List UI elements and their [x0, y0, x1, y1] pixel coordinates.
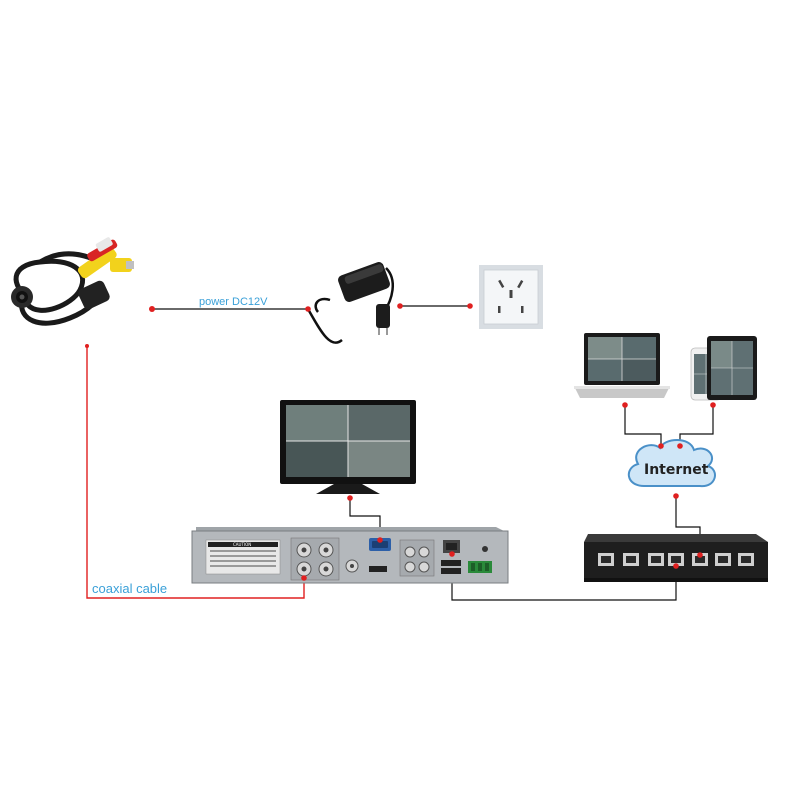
monitor-port-dot — [347, 495, 353, 501]
adapter-input-dot — [305, 306, 311, 312]
switch-lan-port-dot — [673, 563, 679, 569]
dvr-vga-port-dot — [377, 537, 383, 543]
tablet-cable-line — [679, 405, 714, 446]
coaxial-cable-line — [86, 346, 305, 599]
network-switch-icon — [584, 534, 768, 582]
laptop-icon — [574, 333, 670, 398]
tablet-port-dot — [710, 402, 716, 408]
switch-uplink-port-dot — [697, 552, 703, 558]
cctv-camera-icon — [0, 212, 152, 344]
camera-power-port-dot — [149, 306, 155, 312]
laptop-cable-line — [624, 405, 662, 446]
cloud-right-dot — [677, 443, 683, 449]
dvr-caution-label: CAUTION — [233, 542, 251, 547]
cloud-bottom-dot — [673, 493, 679, 499]
socket-dot — [467, 303, 473, 309]
power-adapter-icon — [306, 262, 394, 344]
monitor-icon — [280, 400, 416, 494]
camera-video-port-dot — [85, 344, 89, 348]
cloud-left-dot — [658, 443, 664, 449]
internet-label: Internet — [644, 462, 709, 478]
tablet-icon — [707, 336, 757, 400]
dvr-lan-port-dot — [449, 551, 455, 557]
internet-cloud-icon: Internet — [628, 439, 716, 488]
dvr-recorder-icon: CAUTION — [191, 527, 509, 584]
power-label: power DC12V — [199, 296, 268, 308]
laptop-port-dot — [622, 402, 628, 408]
wall-socket-icon — [479, 265, 543, 329]
coaxial-label: coaxial cable — [92, 581, 167, 596]
dvr-video-port-dot — [301, 575, 307, 581]
adapter-output-dot — [397, 303, 403, 309]
